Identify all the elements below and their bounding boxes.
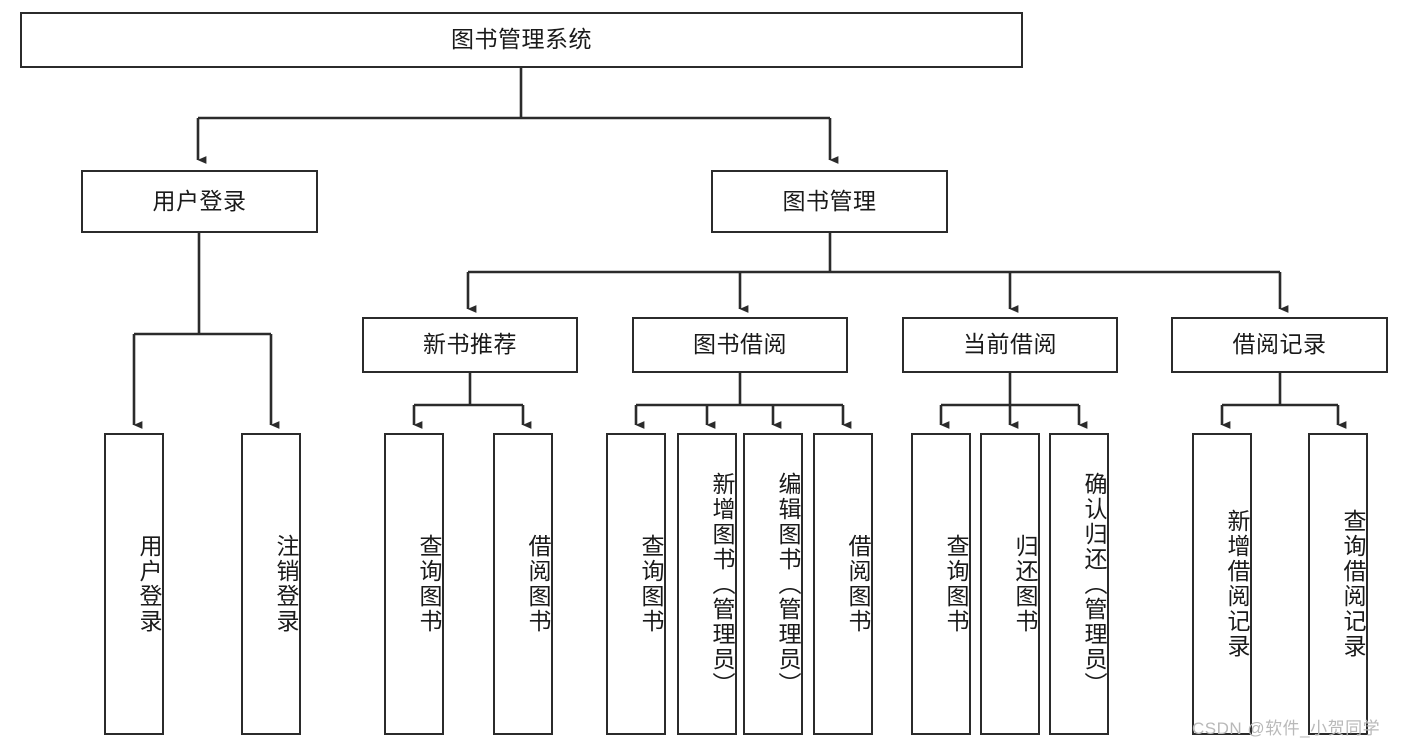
- node-label: 查询图书: [943, 534, 969, 634]
- csdn-watermark: CSDN @软件_小贺同学: [1192, 719, 1381, 738]
- node-label: 借阅记录: [1232, 331, 1327, 358]
- node-user-login[interactable]: 用户登录: [81, 170, 318, 233]
- node-label: 注销登录: [273, 534, 299, 634]
- node-book-manage[interactable]: 图书管理: [711, 170, 948, 233]
- node-label: 查询图书: [416, 534, 442, 634]
- node-leaf-return-book[interactable]: 归还图书: [980, 433, 1040, 735]
- node-root-book-management-system[interactable]: 图书管理系统: [20, 12, 1023, 68]
- node-label: 借阅图书: [525, 534, 551, 634]
- node-leaf-query-book-1[interactable]: 查询图书: [384, 433, 444, 735]
- node-label: 查询图书: [638, 534, 664, 634]
- node-book-borrow[interactable]: 图书借阅: [632, 317, 848, 373]
- node-label: 图书管理: [782, 187, 877, 214]
- node-leaf-add-record[interactable]: 新增借阅记录: [1192, 433, 1252, 735]
- node-label: 图书借阅: [693, 331, 787, 358]
- node-leaf-logout[interactable]: 注销登录: [241, 433, 301, 735]
- node-leaf-query-book-2[interactable]: 查询图书: [606, 433, 666, 735]
- node-label: 确认归还（管理员）: [1081, 471, 1107, 697]
- node-leaf-borrow-book-2[interactable]: 借阅图书: [813, 433, 873, 735]
- node-leaf-query-book-3[interactable]: 查询图书: [911, 433, 971, 735]
- node-label: 新增图书（管理员）: [709, 471, 735, 697]
- node-leaf-add-book[interactable]: 新增图书（管理员）: [677, 433, 737, 735]
- node-leaf-query-record[interactable]: 查询借阅记录: [1308, 433, 1368, 735]
- node-leaf-edit-book[interactable]: 编辑图书（管理员）: [743, 433, 803, 735]
- node-label: 用户登录: [152, 187, 247, 214]
- node-new-book-recommend[interactable]: 新书推荐: [362, 317, 578, 373]
- node-leaf-borrow-book-1[interactable]: 借阅图书: [493, 433, 553, 735]
- node-label: 归还图书: [1012, 534, 1038, 634]
- node-current-borrow[interactable]: 当前借阅: [902, 317, 1118, 373]
- node-leaf-user-login[interactable]: 用户登录: [104, 433, 164, 735]
- node-leaf-confirm-return[interactable]: 确认归还（管理员）: [1049, 433, 1109, 735]
- node-label: 新增借阅记录: [1224, 509, 1250, 659]
- node-label: 借阅图书: [845, 534, 871, 634]
- node-label: 编辑图书（管理员）: [775, 471, 801, 697]
- node-label: 图书管理系统: [451, 26, 592, 53]
- node-label: 当前借阅: [963, 331, 1057, 358]
- node-borrow-record[interactable]: 借阅记录: [1171, 317, 1388, 373]
- node-label: 查询借阅记录: [1340, 509, 1366, 659]
- node-label: 新书推荐: [423, 331, 517, 358]
- node-label: 用户登录: [136, 534, 162, 634]
